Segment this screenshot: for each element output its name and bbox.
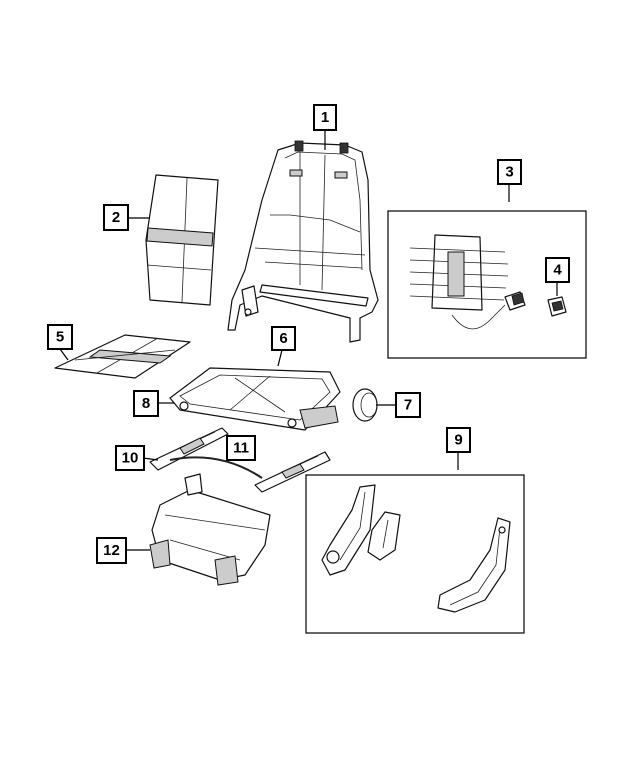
seat-track-right	[254, 451, 331, 493]
callout-7: 7	[395, 392, 421, 418]
seat-cushion-frame	[169, 367, 341, 431]
leader-5	[59, 348, 69, 361]
svg-text:11: 11	[233, 440, 249, 457]
svg-text:3: 3	[505, 164, 513, 181]
callout-1: 1	[313, 104, 337, 131]
group-frame-heater	[387, 210, 587, 359]
svg-text:10: 10	[122, 450, 139, 467]
seat-shield-left	[321, 484, 376, 576]
svg-text:7: 7	[404, 397, 412, 414]
leader-10	[142, 457, 159, 461]
seat-heater-element	[409, 234, 526, 330]
seat-shield-right	[437, 517, 511, 613]
seat-shield-insert	[367, 511, 401, 561]
svg-text:12: 12	[103, 542, 120, 559]
svg-text:2: 2	[112, 209, 120, 226]
callout-8: 8	[133, 390, 159, 417]
seat-track-left	[149, 427, 229, 471]
callout-5: 5	[47, 324, 73, 350]
seat-cushion-pad	[54, 334, 191, 379]
callout-10: 10	[115, 445, 145, 471]
seat-riser	[149, 473, 271, 586]
svg-text:9: 9	[454, 432, 462, 449]
seat-back-pad	[145, 174, 219, 306]
callout-3: 3	[497, 159, 522, 185]
adjuster-knob	[352, 388, 378, 422]
leader-6	[277, 349, 283, 367]
svg-text:6: 6	[279, 330, 287, 347]
svg-text:4: 4	[553, 262, 562, 279]
callout-2: 2	[103, 204, 129, 231]
towel-bar	[169, 456, 263, 479]
callout-11: 11	[226, 435, 256, 461]
callout-9: 9	[446, 427, 471, 453]
seat-back-frame	[227, 140, 379, 343]
svg-text:8: 8	[142, 395, 150, 412]
group-frame-shields	[305, 474, 525, 634]
heater-connector	[547, 296, 567, 317]
svg-text:5: 5	[56, 329, 64, 346]
callout-4: 4	[545, 257, 570, 283]
svg-text:1: 1	[321, 109, 329, 126]
callout-12: 12	[96, 537, 127, 564]
callout-6: 6	[271, 326, 296, 351]
